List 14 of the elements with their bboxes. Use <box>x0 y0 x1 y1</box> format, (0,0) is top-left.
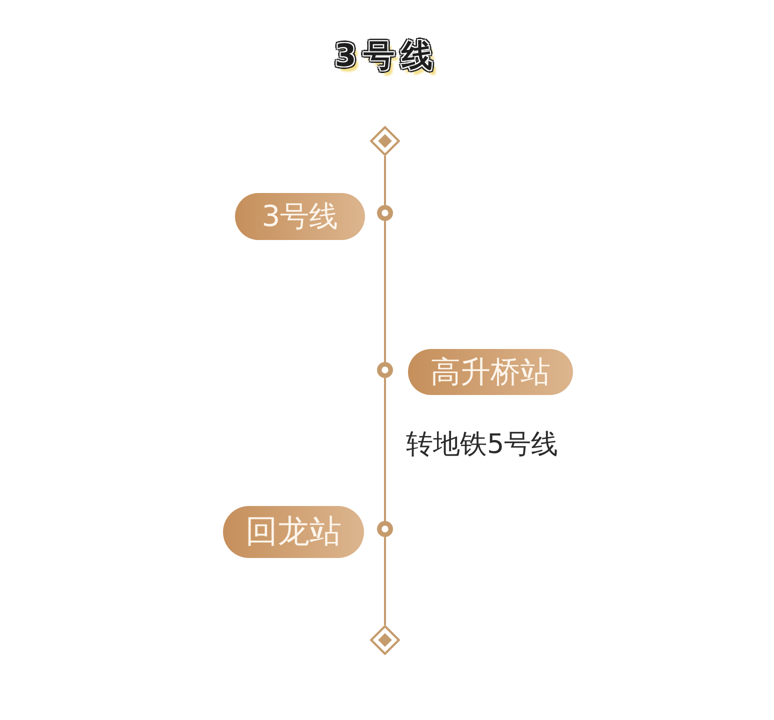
timeline-line <box>384 378 386 521</box>
transfer-note: 转地铁5号线 <box>406 428 558 462</box>
diamond-marker <box>370 625 400 655</box>
station-pill: 回龙站 <box>223 506 364 558</box>
station-dot <box>377 205 393 221</box>
diamond-marker <box>370 126 400 156</box>
station-dot <box>377 521 393 537</box>
station-dot <box>377 362 393 378</box>
timeline-line <box>384 537 386 625</box>
station-pill: 高升桥站 <box>408 349 573 395</box>
timeline-line <box>384 221 386 362</box>
title: 3号线 <box>334 37 440 76</box>
timeline-line <box>384 156 386 205</box>
station-pill: 3号线 <box>235 193 365 240</box>
